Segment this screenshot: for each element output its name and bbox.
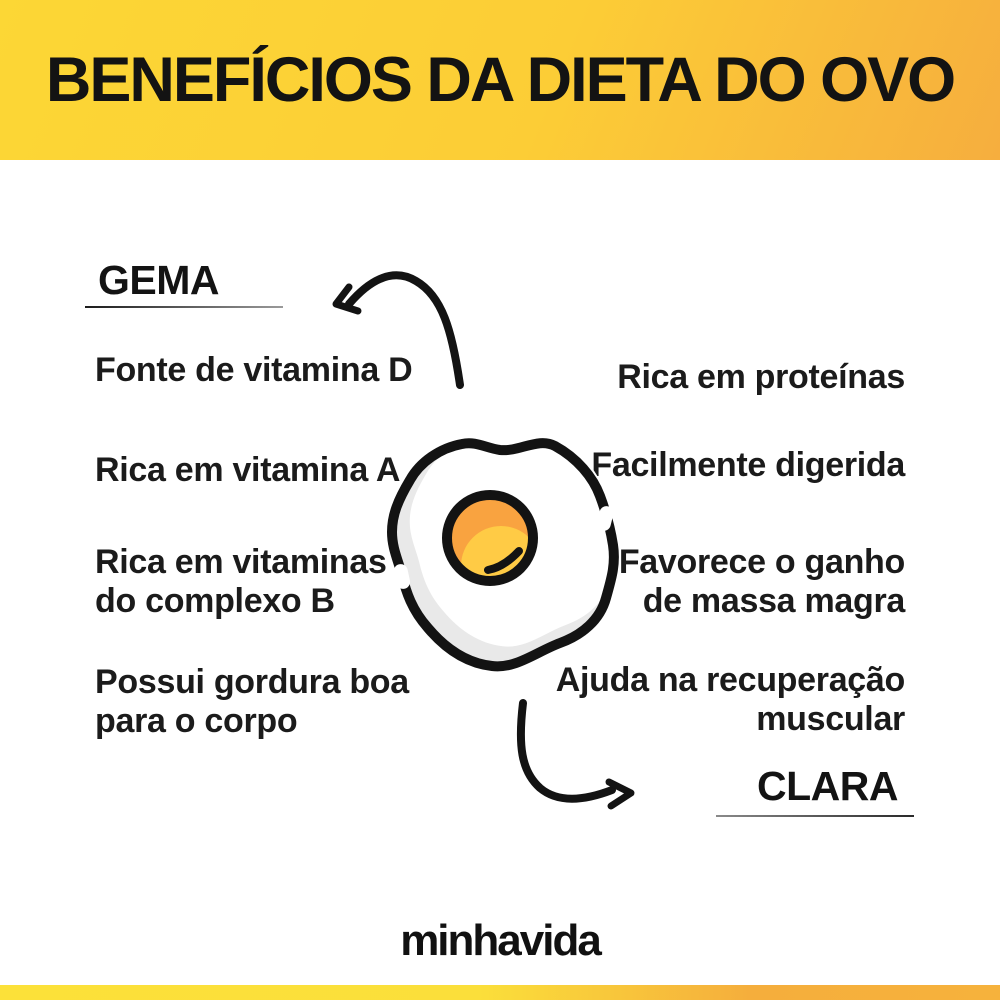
benefit-line: Facilmente digerida xyxy=(591,446,905,484)
yolk-highlight xyxy=(484,547,523,574)
gema-benefit-vitamina-d: Fonte de vitamina D xyxy=(95,351,413,390)
gema-benefit-gordura-boa: Possui gordura boa para o corpo xyxy=(95,663,409,741)
clara-benefit-digerida: Facilmente digerida xyxy=(591,446,905,485)
benefit-line: muscular xyxy=(756,700,905,738)
benefit-line: Favorece o ganho xyxy=(618,543,905,581)
egg-white xyxy=(409,438,617,647)
page-title: BENEFÍCIOS DA DIETA DO OVO xyxy=(45,45,956,115)
benefit-line: Possui gordura boa xyxy=(95,663,409,701)
egg-yolk-outline xyxy=(442,490,538,586)
footer-accent-bar xyxy=(0,985,1000,1000)
gema-heading: GEMA xyxy=(98,257,220,303)
benefit-line: para o corpo xyxy=(95,702,298,740)
gema-benefit-complexo-b: Rica em vitaminas do complexo B xyxy=(95,543,387,621)
egg-white-shadow xyxy=(392,443,614,667)
gema-underline xyxy=(85,306,283,308)
benefit-line: do complexo B xyxy=(95,582,335,620)
egg-yolk xyxy=(447,495,533,581)
benefit-line: Rica em vitaminas xyxy=(95,543,387,581)
benefit-line: Ajuda na recuperação xyxy=(555,661,906,699)
header-banner: BENEFÍCIOS DA DIETA DO OVO xyxy=(0,0,1000,160)
benefit-line: Fonte de vitamina D xyxy=(95,351,413,389)
egg-outline xyxy=(386,438,619,672)
benefit-line: Rica em vitamina A xyxy=(95,451,401,489)
egg-yolk-light xyxy=(461,526,533,581)
benefit-line: Rica em proteínas xyxy=(617,358,905,396)
egg-outline-gap xyxy=(596,506,614,531)
egg-outline-gap xyxy=(393,564,411,589)
brand-logo: minhavida xyxy=(400,916,602,965)
clara-underline xyxy=(716,815,914,817)
clara-benefit-proteinas: Rica em proteínas xyxy=(617,358,905,397)
gema-benefit-vitamina-a: Rica em vitamina A xyxy=(95,451,400,490)
benefit-line: de massa magra xyxy=(642,582,906,620)
clara-heading: CLARA xyxy=(757,763,898,809)
clara-benefit-massa-magra: Favorece o ganho de massa magra xyxy=(619,543,905,621)
clara-benefit-recuperacao: Ajuda na recuperação muscular xyxy=(555,661,906,739)
